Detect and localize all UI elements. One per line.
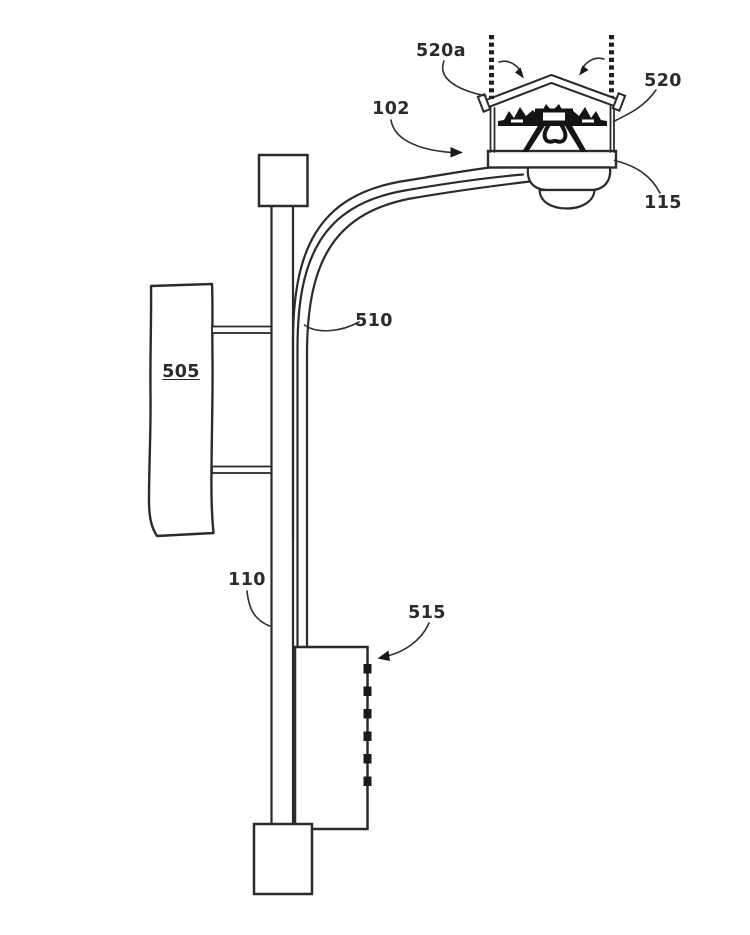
drone [498, 104, 607, 152]
banner-sign [147, 282, 215, 538]
sign-bracket-top [211, 325, 273, 334]
leader-520 [612, 89, 657, 123]
leader-515 [386, 622, 430, 657]
label-sign: 505 [162, 362, 200, 382]
leader-arrowheads [377, 65, 589, 661]
label-housing: 520 [644, 71, 682, 91]
pole-base [252, 822, 314, 896]
equipment-cabinet [293, 645, 369, 831]
drone-leg-right [564, 124, 587, 152]
curved-arm [291, 166, 532, 649]
leader-lines [246, 57, 661, 657]
label-guide-rails: 520a [416, 41, 466, 61]
roof-eave-cap-left [476, 92, 492, 114]
label-streetlight-assembly: 102 [372, 99, 410, 119]
leader-102 [390, 119, 453, 154]
label-pole-arm: 510 [355, 311, 393, 331]
leader-520a [441, 60, 487, 97]
guide-rails [489, 35, 614, 99]
leader-115 [613, 159, 661, 194]
label-pole: 110 [228, 570, 266, 590]
roof-eave-cap-right [611, 91, 627, 113]
pole-cap [257, 153, 309, 208]
drone-leg-left [522, 124, 546, 152]
arrowhead-102 [450, 147, 463, 158]
arrowhead-515 [377, 650, 390, 661]
arrowhead-roof-left [515, 67, 524, 79]
streetlight-pole [270, 204, 295, 826]
luminaire-dome [526, 166, 612, 210]
leader-510 [303, 321, 360, 332]
label-equipment-cabinet: 515 [408, 603, 446, 623]
leader-110 [246, 590, 271, 627]
sign-bracket-bottom [211, 465, 273, 474]
label-luminaire: 115 [644, 193, 682, 213]
drone-claw [542, 124, 568, 144]
arrowhead-roof-right [579, 65, 589, 76]
housing-roof [482, 73, 621, 111]
cabinet-connectors [363, 664, 372, 786]
housing-platform [486, 149, 618, 169]
housing-walls [489, 103, 615, 153]
